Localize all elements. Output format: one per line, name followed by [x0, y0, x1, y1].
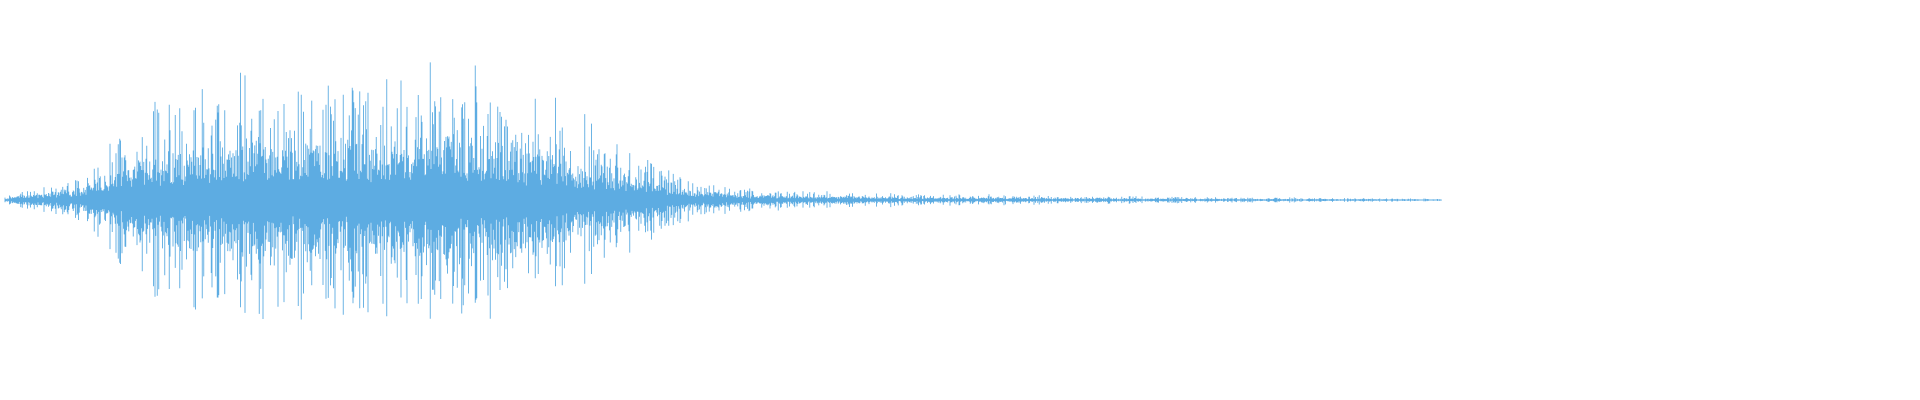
waveform-samples	[4, 62, 1442, 320]
